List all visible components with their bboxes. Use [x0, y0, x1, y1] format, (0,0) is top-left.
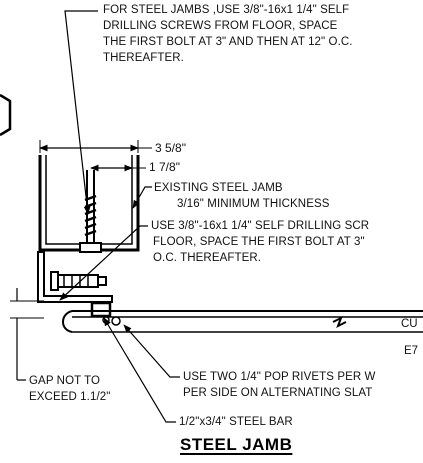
cut-label: CU: [401, 318, 418, 330]
steel-jamb-channel: [38, 155, 140, 252]
elevation-label: E7: [404, 345, 419, 357]
note-self-drilling: USE 3/8"-16x1 1/4" SELF DRILLING SCR FLO…: [151, 220, 370, 264]
note-gap: GAP NOT TO EXCEED 1.1/2": [29, 375, 111, 403]
bracket-bolt: [50, 271, 107, 291]
note-steel-bar: 1/2"x3/4" STEEL BAR: [179, 416, 293, 428]
leader-lines: [59, 10, 180, 423]
note-pop-rivets: USE TWO 1/4" POP RIVETS PER W PER SIDE O…: [183, 371, 376, 399]
guide-angle: [37, 251, 113, 303]
dimension-outer: 3 5/8": [155, 141, 186, 155]
width-dimensions: [39, 140, 152, 172]
jamb-screw: [79, 170, 102, 253]
drawing-title: STEEL JAMB: [180, 435, 293, 454]
note-steel-jamb-screws: FOR STEEL JAMBS ,USE 3/8"-16x1 1/4" SELF…: [103, 4, 353, 64]
dimension-inner: 1 7/8": [149, 160, 180, 174]
steel-bar: [90, 301, 112, 318]
partial-nut: [0, 93, 12, 137]
note-existing-jamb: EXISTING STEEL JAMB 3/16" MINIMUM THICKN…: [154, 182, 330, 210]
gap-dimension: [10, 288, 44, 381]
